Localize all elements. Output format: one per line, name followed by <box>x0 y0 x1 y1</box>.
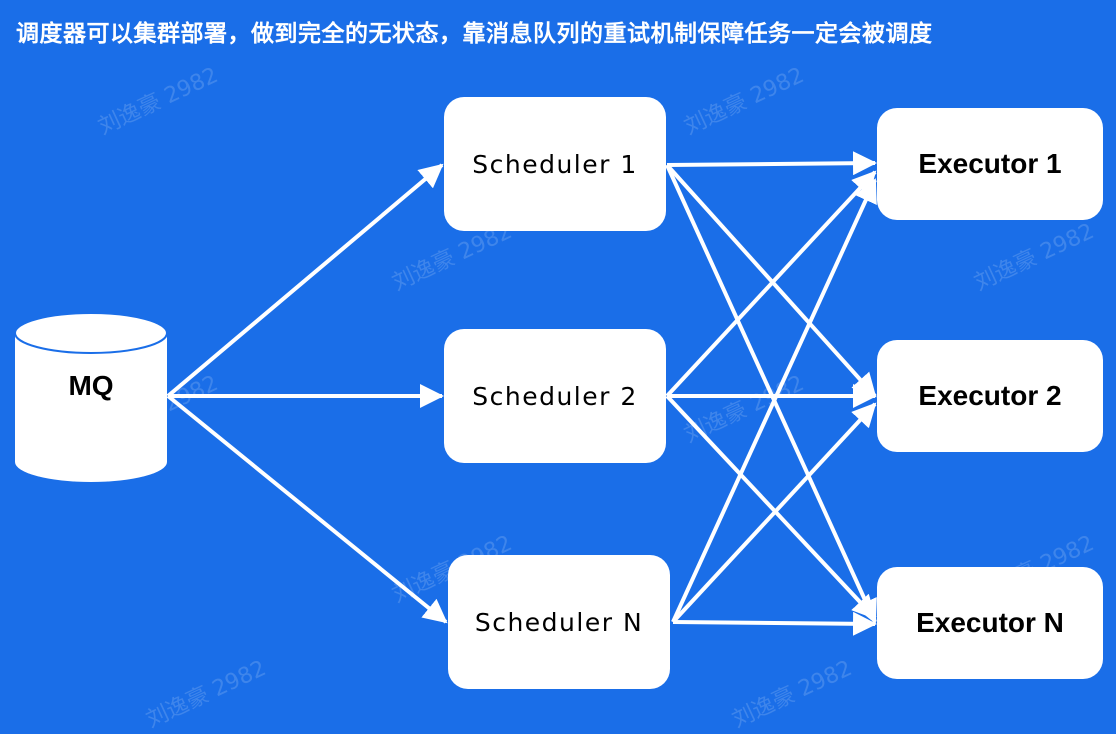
connections-layer <box>14 151 877 636</box>
executor-n-node: Executor N <box>877 567 1103 679</box>
arrow-s1-to-e1 <box>666 151 877 176</box>
diagram-canvas: 调度器可以集群部署，做到完全的无状态，靠消息队列的重试机制保障任务一定会被调度 … <box>14 21 1103 734</box>
arrow-s2-to-en <box>665 394 877 620</box>
scheduler-n-node: Scheduler N <box>448 555 670 689</box>
arrow-s1-to-e2 <box>665 163 877 398</box>
scheduler-2-label: Scheduler 2 <box>472 381 638 411</box>
executor-2-node: Executor 2 <box>877 340 1103 452</box>
mq-cylinder-shape <box>14 312 168 482</box>
scheduler-1-node: Scheduler 1 <box>444 97 666 231</box>
arrow-mq-to-scheduler-1 <box>166 163 444 398</box>
scheduler-n-label: Scheduler N <box>474 607 644 637</box>
arrow-sn-to-en <box>672 611 877 636</box>
arrow-s2-to-e1 <box>665 170 877 398</box>
executor-n-label: Executor N <box>916 607 1064 638</box>
executor-2-label: Executor 2 <box>918 380 1062 411</box>
arrow-s1-to-en <box>665 164 877 624</box>
arrow-sn-to-e2 <box>671 402 877 624</box>
arrow-sn-to-e1 <box>671 178 877 623</box>
executor-1-label: Executor 1 <box>918 148 1062 179</box>
arrow-mq-to-scheduler-n <box>166 394 448 624</box>
scheduler-1-label: Scheduler 1 <box>472 149 638 179</box>
mq-label: MQ <box>68 370 114 401</box>
page-title: 调度器可以集群部署，做到完全的无状态，靠消息队列的重试机制保障任务一定会被调度 <box>16 21 933 47</box>
executor-1-node: Executor 1 <box>877 108 1103 220</box>
scheduler-2-node: Scheduler 2 <box>444 329 666 463</box>
